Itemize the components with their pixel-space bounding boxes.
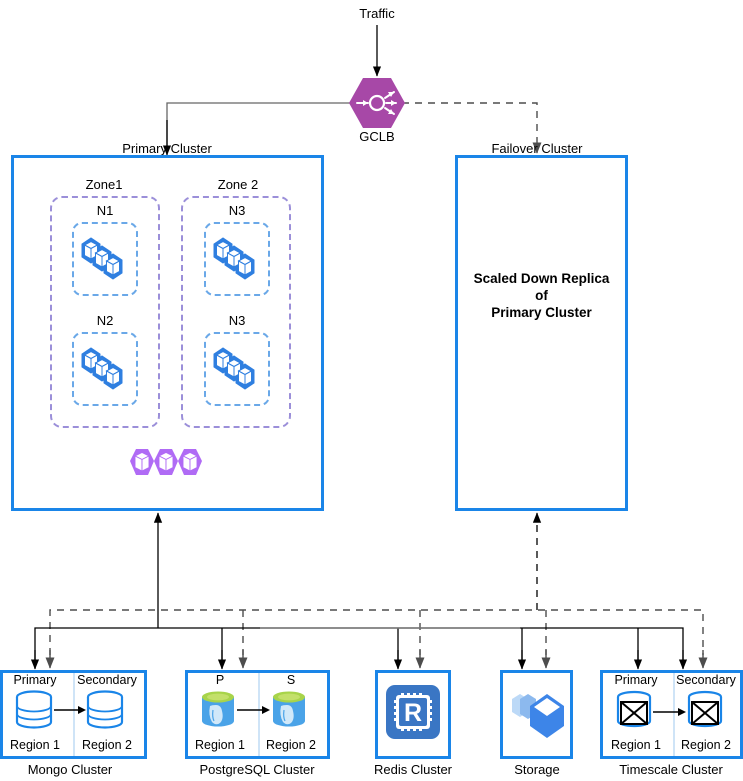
postgres-primary-role: P: [215, 673, 225, 687]
mongo-secondary-role: Secondary: [77, 673, 137, 687]
node-label-n3-b: N3: [228, 313, 246, 328]
node-cubes-icon: [81, 237, 123, 280]
postgres-secondary-region: Region 2: [265, 738, 317, 752]
zone-label-2: Zone 2: [217, 177, 259, 192]
node-box-n1[interactable]: [72, 222, 138, 296]
timescale-secondary-role: Secondary: [676, 673, 736, 687]
timescale-secondary-region: Region 2: [680, 738, 732, 752]
node-cubes-icon: [213, 237, 255, 280]
postgres-db-icon: [273, 691, 305, 727]
load-balancer-icon: [349, 78, 405, 128]
svg-text:R: R: [404, 699, 422, 727]
failover-body-line-2: of: [535, 288, 548, 303]
mongo-primary-role: Primary: [13, 673, 57, 687]
zone-box-1[interactable]: [50, 196, 160, 428]
timescale-replication-arrow: [616, 690, 723, 728]
node-label-n1: N1: [96, 203, 114, 218]
postgres-replication-arrow: [202, 691, 305, 727]
redis-chip-icon: R: [386, 685, 440, 739]
storage-caption: Storage: [514, 762, 560, 777]
traffic-label: Traffic: [359, 6, 395, 21]
timescale-db-icon: [616, 690, 652, 728]
postgres-db-icon: [202, 691, 234, 727]
timescale-primary-region: Region 1: [610, 738, 662, 752]
postgres-primary-region: Region 1: [194, 738, 246, 752]
node-box-n2[interactable]: [72, 332, 138, 406]
node-cubes-icon: [81, 347, 123, 390]
zone-box-2[interactable]: [181, 196, 291, 428]
node-label-n3-a: N3: [228, 203, 246, 218]
storage-cubes-icon: [512, 694, 564, 738]
node-label-n2: N2: [96, 313, 114, 328]
timescale-db-icon: [687, 690, 723, 728]
timescale-cluster-caption: Timescale Cluster: [619, 762, 723, 777]
gclb-label: GCLB: [359, 129, 395, 144]
failover-cluster-title: Failover Cluster: [491, 141, 583, 156]
mongo-primary-region: Region 1: [9, 738, 61, 752]
mongo-cluster-caption: Mongo Cluster: [27, 762, 113, 777]
gclb-node[interactable]: [348, 76, 406, 130]
node-box-n3-a[interactable]: [204, 222, 270, 296]
pods-cubes-icon: [130, 449, 202, 475]
postgres-secondary-role: S: [286, 673, 296, 687]
timescale-primary-role: Primary: [614, 673, 658, 687]
failover-body-line-3: Primary Cluster: [491, 305, 592, 320]
redis-cluster-caption: Redis Cluster: [373, 762, 453, 777]
mongo-replication-arrow: [15, 690, 124, 729]
node-box-n3-b[interactable]: [204, 332, 270, 406]
node-cubes-icon: [213, 347, 255, 390]
mongo-secondary-region: Region 2: [81, 738, 133, 752]
failover-cluster-box[interactable]: Scaled Down Replica of Primary Cluster: [455, 155, 628, 511]
primary-cluster-title: Primary Cluster: [122, 141, 212, 156]
postgresql-cluster-caption: PostgreSQL Cluster: [199, 762, 315, 777]
mongo-db-icon: [15, 690, 53, 729]
failover-body-line-1: Scaled Down Replica: [473, 271, 610, 286]
mongo-db-icon: [86, 690, 124, 729]
zone-label-1: Zone1: [85, 177, 123, 192]
